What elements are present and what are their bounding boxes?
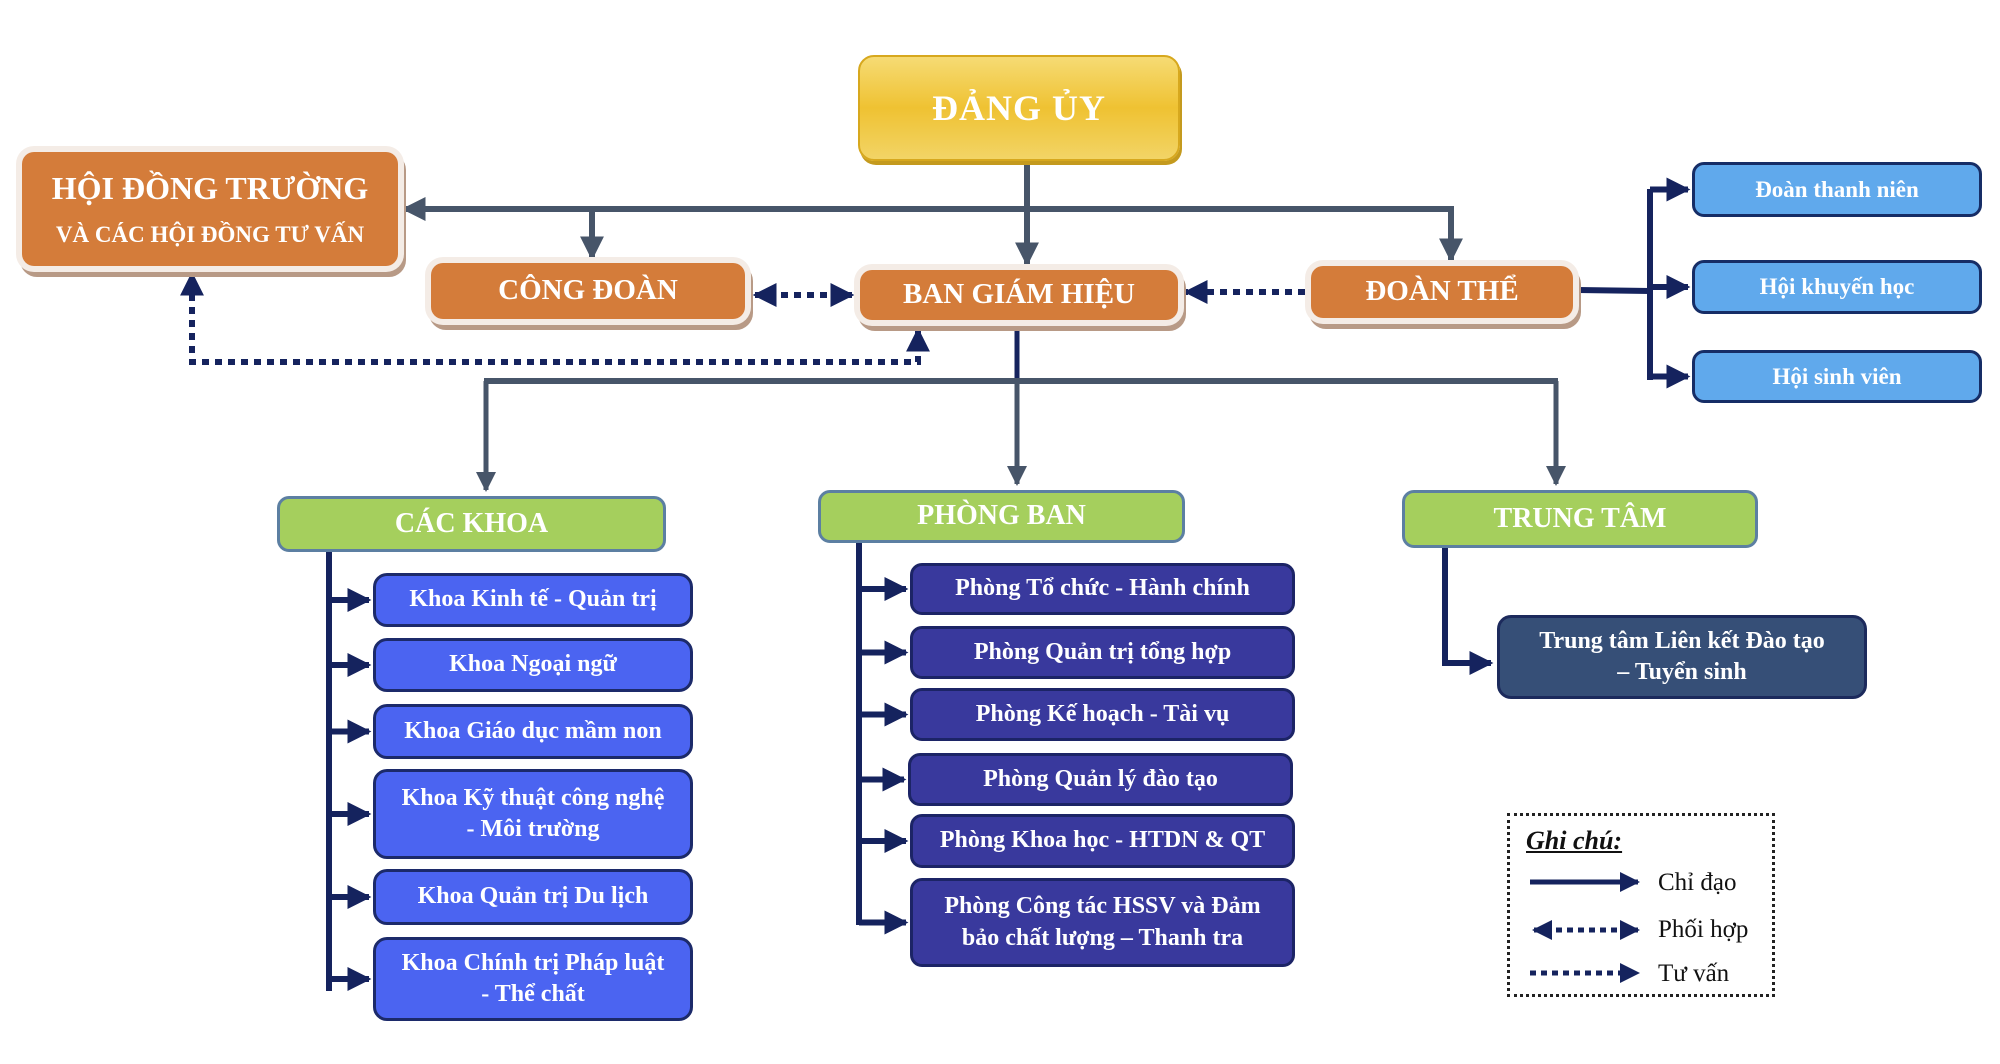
khoa-item: Khoa Kinh tế - Quản trị [373,573,693,627]
khoa-item-label-line2: - Thể chất [481,981,585,1007]
doan-the-box: ĐOÀN THỂ [1311,266,1573,318]
trung-tam-header: TRUNG TÂM [1402,490,1758,548]
legend-label-phoi-hop: Phối hợp [1658,916,1749,943]
khoa-item-label: Khoa Giáo dục mầm non [404,717,662,744]
legend-title: Ghi chú: [1526,826,1623,855]
phong-item-label: Phòng Kế hoạch - Tài vụ [975,700,1230,727]
khoa-item-label: Khoa Quản trị Du lịch [417,883,649,910]
phong-item-label: Phòng Quản trị tổng hợp [973,638,1232,665]
khoa-item: Khoa Kỹ thuật công nghệ - Môi trường [373,769,693,859]
doan-thanh-nien-box: Đoàn thanh niên [1692,162,1982,217]
cong-doan-label: CÔNG ĐOÀN [498,274,678,307]
phong-item: Phòng Kế hoạch - Tài vụ [910,688,1295,741]
cac-khoa-header: CÁC KHOA [277,496,666,552]
khoa-item-label: Khoa Chính trị Pháp luật [401,949,665,976]
doan-thanh-nien-label: Đoàn thanh niên [1755,176,1919,202]
advisory-bgh-hoi-dong [180,271,930,365]
khoa-item: Khoa Ngoại ngữ [373,638,693,692]
trung-tam-item: Trung tâm Liên kết Đào tạo – Tuyển sinh [1497,615,1867,699]
trung-tam-label: TRUNG TÂM [1493,502,1667,534]
trung-tam-item-label: Trung tâm Liên kết Đào tạo [1539,627,1825,654]
ban-giam-hieu-box: BAN GIÁM HIỆU [860,270,1178,320]
phong-item: Phòng Khoa học - HTDN & QT [910,814,1295,868]
phong-item-label: Phòng Khoa học - HTDN & QT [939,827,1266,854]
phong-ban-label: PHÒNG BAN [917,500,1086,532]
phong-item: Phòng Công tác HSSV và Đảm bảo chất lượn… [910,878,1295,967]
phong-item: Phòng Tổ chức - Hành chính [910,563,1295,615]
connector-trung-tam [1442,548,1494,675]
cac-khoa-label: CÁC KHOA [394,507,549,539]
phong-item: Phòng Quản trị tổng hợp [910,626,1295,679]
khoa-item-label: Khoa Kỹ thuật công nghệ [401,784,665,811]
phong-item-label: Phòng Tổ chức - Hành chính [955,575,1250,602]
khoa-item: Khoa Quản trị Du lịch [373,869,693,925]
legend-label-tu-van: Tư vấn [1658,960,1730,987]
legend-label-chi-dao: Chỉ đạo [1658,869,1737,896]
dang-uy-box: ĐẢNG ỦY [858,55,1180,161]
dang-uy-label: ĐẢNG ỦY [932,87,1106,128]
hoi-sinh-vien-label: Hội sinh viên [1772,363,1902,389]
hoi-dong-truong-box: HỘI ĐỒNG TRƯỜNG VÀ CÁC HỘI ĐỒNG TƯ VẤN [22,152,398,266]
connector-doan-the [1439,206,1463,263]
legend: Ghi chú: Chỉ đạo Phối hợp Tư vấn [1507,813,1775,997]
phong-ban-header: PHÒNG BAN [818,490,1185,543]
ban-giam-hieu-label: BAN GIÁM HIỆU [902,278,1135,311]
hoi-khuyen-hoc-box: Hội khuyến học [1692,260,1982,314]
phong-item-label: Phòng Công tác HSSV và Đảm [944,893,1261,920]
trung-tam-item-label-line2: – Tuyển sinh [1617,659,1747,685]
phong-item-label-line2: bảo chất lượng – Thanh tra [961,924,1244,951]
hoi-khuyen-hoc-label: Hội khuyến học [1759,274,1915,300]
khoa-item-label: Khoa Ngoại ngữ [449,651,617,678]
khoa-item: Khoa Giáo dục mầm non [373,704,693,759]
hoi-dong-truong-subtitle: VÀ CÁC HỘI ĐỒNG TƯ VẤN [55,221,365,247]
khoa-item-label-line2: - Môi trường [466,816,600,842]
connector-doan-the-out [1577,287,1651,294]
cong-doan-box: CÔNG ĐOÀN [431,263,745,319]
doan-the-label: ĐOÀN THỂ [1365,275,1519,308]
hoi-dong-truong-title: HỘI ĐỒNG TRƯỜNG [51,170,369,207]
phong-item: Phòng Quản lý đào tạo [908,753,1293,806]
hoi-sinh-vien-box: Hội sinh viên [1692,350,1982,403]
khoa-item-label: Khoa Kinh tế - Quản trị [409,586,657,613]
khoa-item: Khoa Chính trị Pháp luật - Thể chất [373,937,693,1021]
phong-item-label: Phòng Quản lý đào tạo [983,765,1218,792]
